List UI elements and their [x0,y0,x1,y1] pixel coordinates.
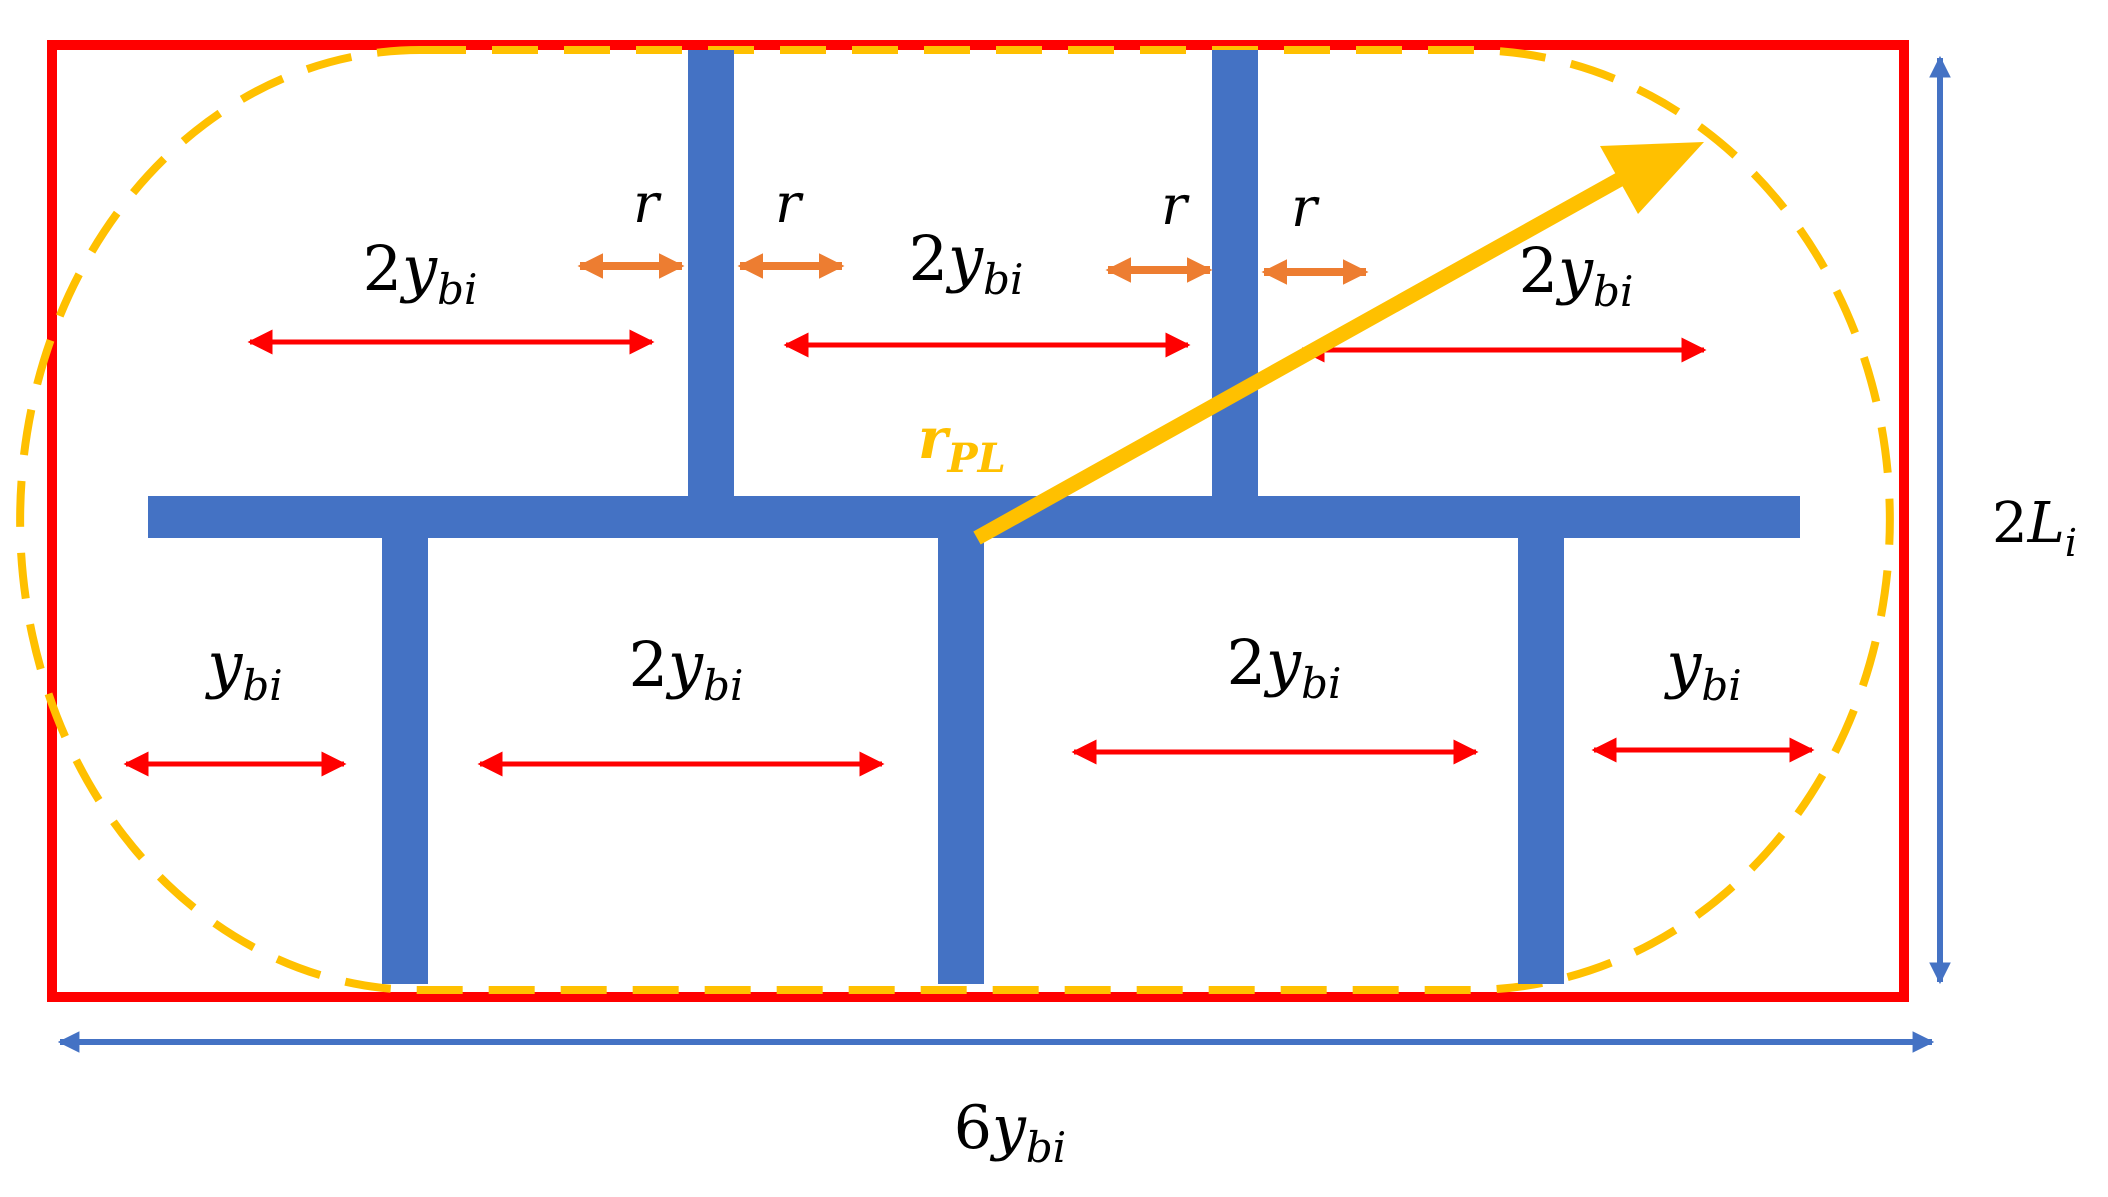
radius-label: rPL [918,406,1006,482]
dashed-radius-circle [16,46,1894,994]
gap-label-2: r [775,172,804,235]
height-dimension-label: 2Li [1992,491,2077,565]
lower-spacing-label-2: 2ybi [629,628,744,710]
upper-spacing-label-3: 2ybi [1519,234,1634,316]
radius-arrow [973,161,1644,545]
gap-label-3: r [1161,174,1190,237]
lower-spacing-label-1: ybi [204,628,282,710]
main-horizontal-pipe [148,496,1800,538]
lower-spacing-label-3: 2ybi [1227,626,1342,708]
upper-spacing-label-2: 2ybi [909,222,1024,304]
width-dimension-label: 6ybi [954,1093,1066,1172]
gap-label-1: r [633,172,662,235]
radius-arrowhead [1600,142,1704,214]
gap-label-4: r [1291,176,1320,239]
upper-branch-pipe-2 [1212,50,1258,498]
upper-branch-pipe-1 [688,50,734,498]
lower-spacing-label-4: ybi [1663,628,1741,710]
lower-branch-pipe-1 [382,536,428,984]
lower-branch-pipe-2 [938,536,984,984]
boundary-rectangle [47,40,1909,1002]
lower-branch-pipe-3 [1518,536,1564,984]
upper-spacing-label-1: 2ybi [363,232,478,314]
